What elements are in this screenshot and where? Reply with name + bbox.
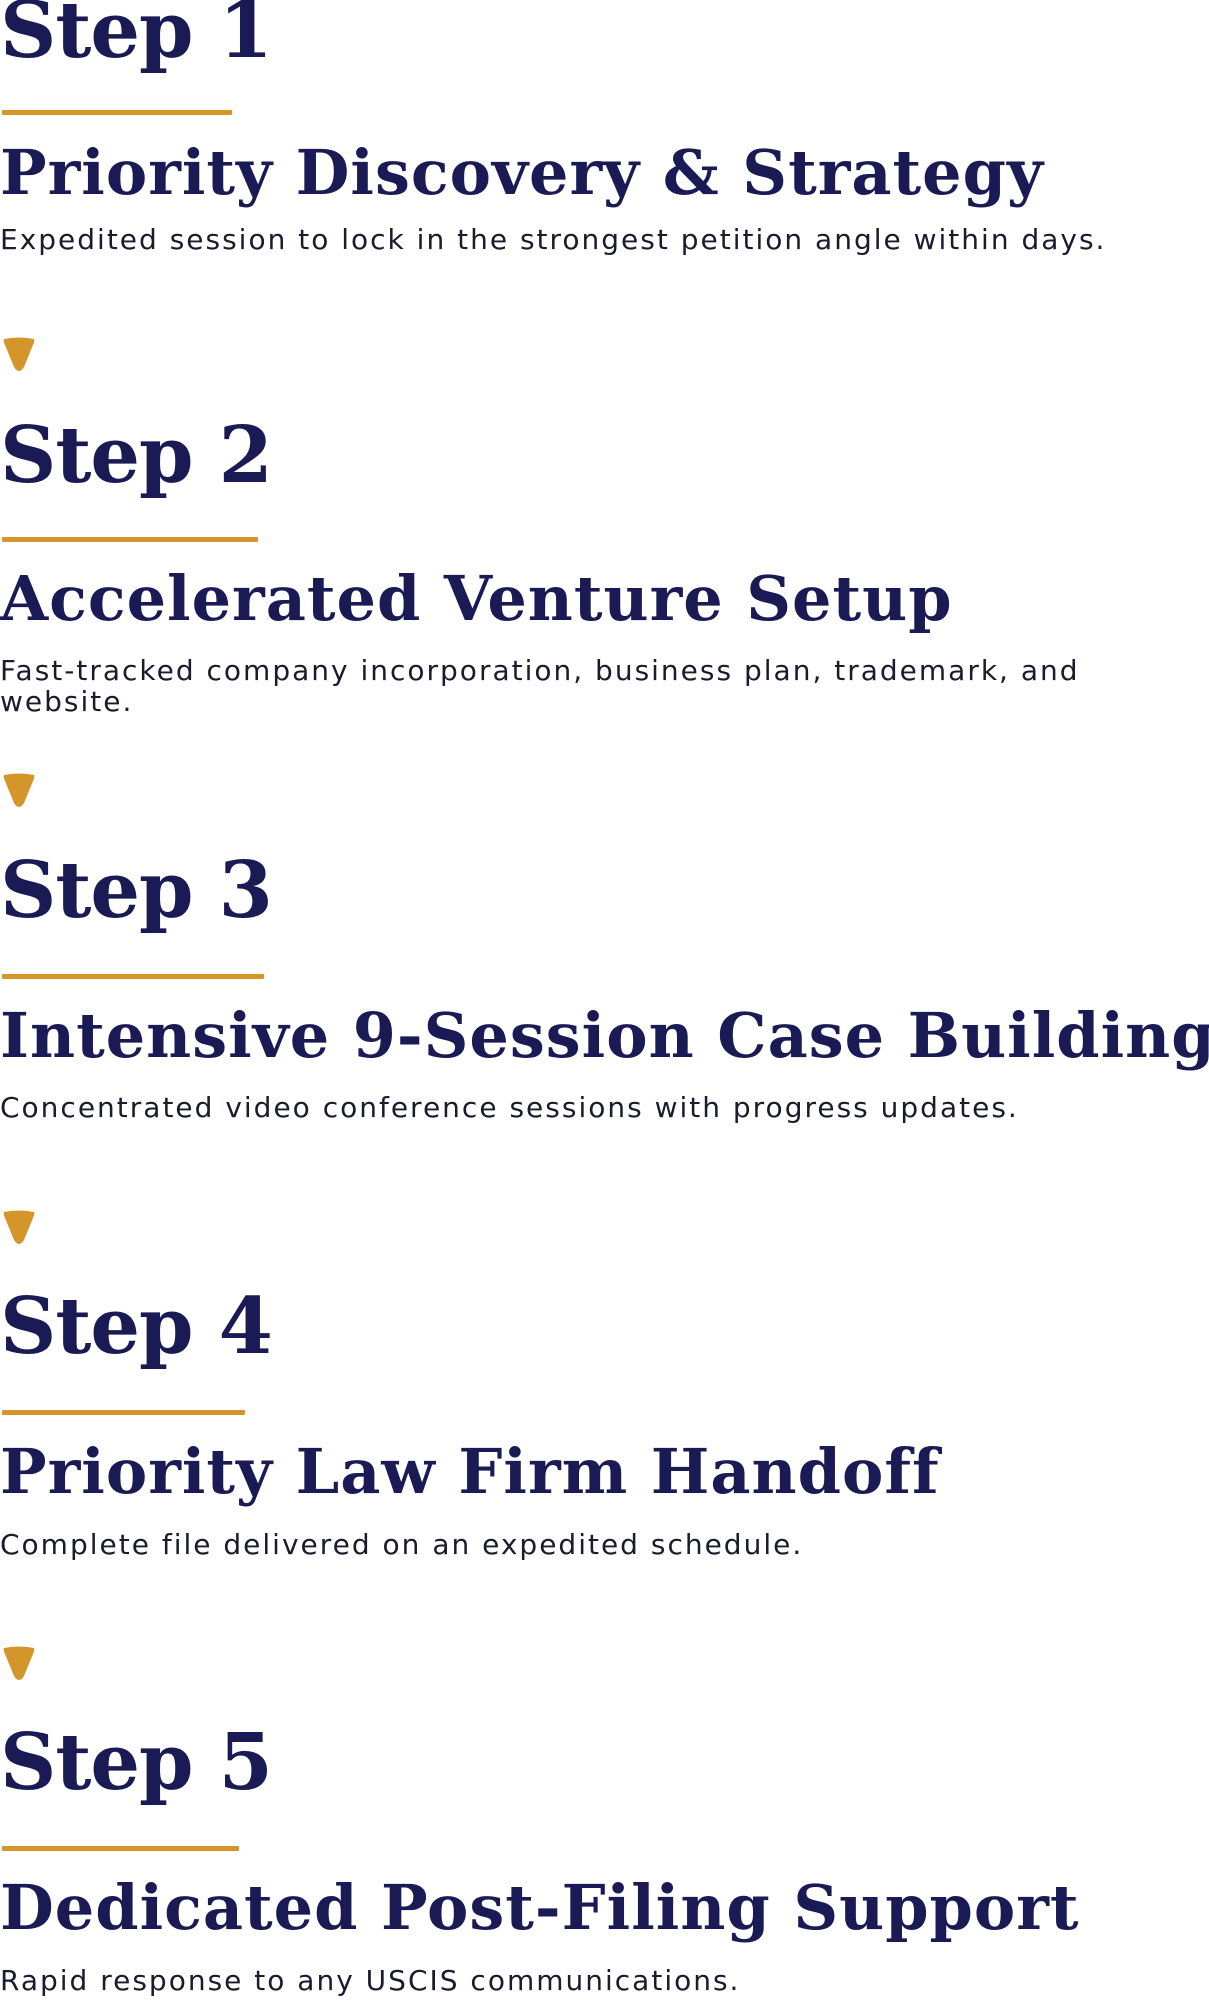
step-description: Concentrated video conference sessions w…: [0, 1091, 1019, 1124]
step-label: Step 1: [0, 0, 273, 76]
chevron-down-icon: [3, 773, 35, 807]
step-description: Rapid response to any USCIS communicatio…: [0, 1964, 741, 1997]
step-title: Intensive 9-Session Case Building: [0, 999, 1209, 1072]
step-description: Expedited session to lock in the stronge…: [0, 223, 1107, 256]
step-label: Step 3: [0, 845, 273, 936]
step-label: Step 4: [0, 1281, 273, 1372]
chevron-down-icon: [3, 1210, 35, 1244]
step-title: Priority Discovery & Strategy: [0, 136, 1045, 209]
step-divider: [2, 537, 258, 542]
step-title: Accelerated Venture Setup: [0, 562, 953, 635]
step-title: Priority Law Firm Handoff: [0, 1435, 940, 1508]
step-divider: [2, 1410, 245, 1415]
step-label: Step 2: [0, 410, 273, 501]
step-description: Fast-tracked company incorporation, busi…: [0, 654, 1080, 718]
step-title: Dedicated Post-Filing Support: [0, 1871, 1080, 1944]
step-label: Step 5: [0, 1717, 273, 1808]
step-divider: [2, 974, 264, 979]
step-divider: [2, 1846, 239, 1851]
step-description: Complete file delivered on an expedited …: [0, 1528, 804, 1561]
chevron-down-icon: [3, 1646, 35, 1680]
step-divider: [2, 110, 232, 115]
chevron-down-icon: [3, 337, 35, 371]
